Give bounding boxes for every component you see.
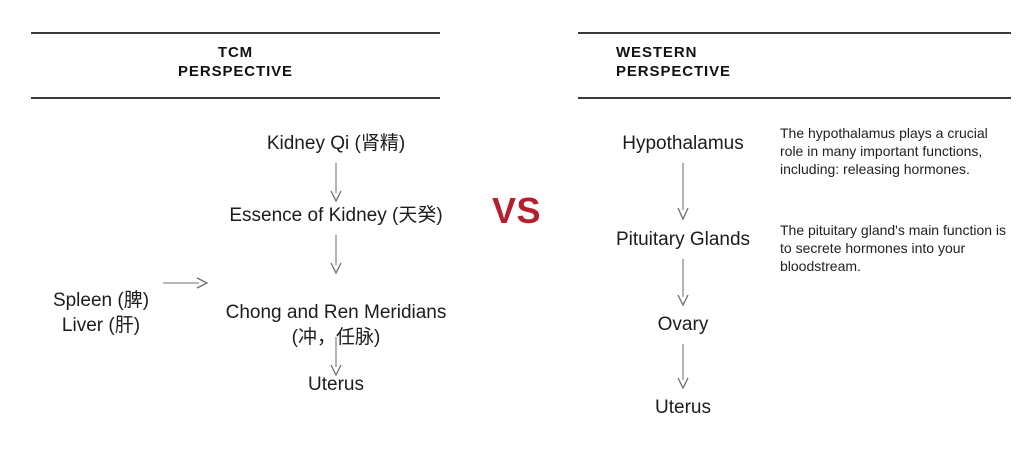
tcm-header-rule-top [31,32,440,34]
arrow-down-icon [330,337,342,377]
arrow-down-icon [677,163,689,221]
western-node-pituitary-glands: Pituitary Glands [615,229,751,250]
tcm-node-kidney-qi: Kidney Qi (肾精) [266,133,406,154]
western-column-header: WESTERN PERSPECTIVE [616,43,731,81]
western-node-ovary: Ovary [657,314,709,335]
pituitary-description: The pituitary gland's main function is t… [780,222,1007,274]
tcm-node-uterus: Uterus [308,374,364,395]
tcm-header-line-1: TCM [217,44,254,61]
tcm-header-rule-bottom [31,97,440,99]
tcm-column-header: TCM PERSPECTIVE [31,43,440,81]
arrow-down-icon [677,259,689,307]
tcm-header-line-2: PERSPECTIVE [178,63,293,80]
western-header-line-1: WESTERN [616,44,698,61]
arrow-right-icon [163,277,209,289]
western-header-rule-bottom [578,97,1011,99]
arrow-down-icon [330,163,342,203]
tcm-node-essence-of-kidney: Essence of Kidney (天癸) [229,205,443,226]
western-node-uterus: Uterus [655,397,711,418]
western-header-rule-top [578,32,1011,34]
arrow-down-icon [677,344,689,390]
tcm-node-spleen-liver: Spleen (脾) Liver (肝) [53,263,149,338]
arrow-down-icon [330,235,342,275]
versus-badge: VS [492,190,542,231]
western-header-line-2: PERSPECTIVE [616,63,731,80]
hypothalamus-description: The hypothalamus plays a crucial role in… [780,125,988,177]
western-node-hypothalamus: Hypothalamus [622,133,744,154]
tcm-node-spleen-liver-label: Spleen (脾) Liver (肝) [52,290,150,336]
